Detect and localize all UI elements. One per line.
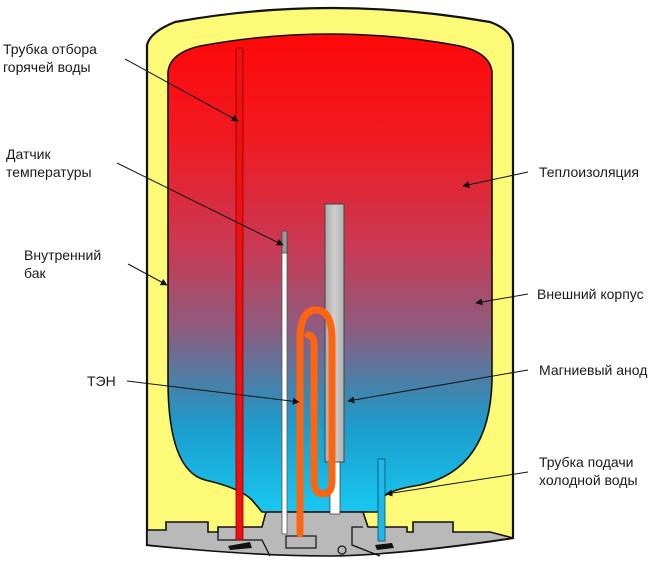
leader-heating-element — [126, 380, 300, 405]
leader-cold-water-pipe — [385, 471, 529, 497]
temperature-sensor-tube — [281, 235, 288, 535]
hot-water-pipe — [235, 47, 244, 541]
heating-element — [296, 306, 336, 538]
label-magnesium-anode: Магниевый анод — [539, 362, 648, 378]
label-cold-water-pipe: Трубка подачи холодной воды — [539, 454, 638, 488]
label-heating-element: ТЭН — [87, 373, 116, 389]
label-outer-casing: Внешний корпус — [537, 286, 644, 302]
leader-magnesium-anode — [347, 369, 529, 404]
label-hot-water-pipe: Трубка отбора горячей воды — [3, 41, 97, 75]
leader-temp-sensor — [116, 162, 284, 246]
leader-outer-casing — [475, 293, 529, 306]
label-insulation: Теплоизоляция — [539, 164, 639, 180]
cold-water-pipe — [377, 458, 386, 542]
hot-pipe-nut — [228, 542, 252, 550]
label-inner-tank: Внутренний бак — [24, 247, 102, 281]
temperature-sensor-tip — [281, 230, 288, 254]
leader-inner-tank — [127, 263, 168, 286]
leader-hot-water-pipe — [124, 58, 239, 122]
flange-bolt — [337, 545, 347, 555]
flange-slot — [285, 535, 317, 549]
label-temp-sensor: Датчик температуры — [6, 146, 92, 180]
leader-insulation — [462, 171, 529, 189]
cold-pipe-nut — [375, 543, 394, 550]
